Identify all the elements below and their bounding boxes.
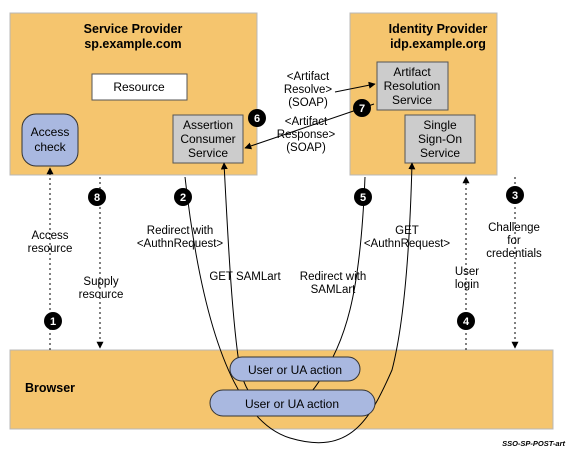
- redirect-authn-label-1: Redirect with: [147, 225, 213, 237]
- ars-box: [376, 61, 449, 111]
- step-marker-8: 8: [88, 188, 106, 206]
- idp-title: Identity Provider: [389, 22, 488, 36]
- step-marker-4: 4: [457, 312, 475, 330]
- access-check-box: [21, 113, 79, 167]
- step-number-7: 7: [359, 103, 365, 115]
- browser-title: Browser: [25, 381, 75, 395]
- challenge-label-1: Challenge: [488, 222, 540, 234]
- sso-box: [404, 114, 476, 164]
- step-number-6: 6: [254, 113, 260, 125]
- acs-box: [172, 114, 244, 164]
- sp-title: Service Provider: [84, 22, 183, 36]
- sp-host: sp.example.com: [84, 37, 181, 51]
- ua-action-oval-1: [229, 356, 361, 382]
- supply-resource-label-1: Supply: [83, 276, 118, 288]
- redirect-samlart-label-1: Redirect with: [300, 271, 366, 283]
- redirect-samlart-label-2: SAMLart: [311, 284, 357, 296]
- get-samlart-label: GET SAMLart: [209, 271, 281, 283]
- challenge-label-3: credentials: [486, 248, 542, 260]
- get-authn-label-1: GET: [395, 225, 419, 237]
- step-number-5: 5: [360, 192, 366, 204]
- access-check-label-1: Access: [31, 125, 70, 139]
- redirect-authn-label-2: <AuthnRequest>: [137, 238, 224, 250]
- acs-label-3: Service: [188, 146, 228, 160]
- step-number-1: 1: [50, 316, 56, 328]
- access-resource-label-1: Access: [31, 230, 68, 242]
- diagram-caption: SSO-SP-POST-art: [502, 439, 565, 448]
- ua-action-oval-2: [209, 389, 376, 417]
- idp-host: idp.example.org: [390, 37, 486, 51]
- artifact-response-label-1: <Artifact: [285, 116, 328, 128]
- ars-label-3: Service: [392, 93, 432, 107]
- artifact-response-label-3: (SOAP): [286, 142, 326, 154]
- ua-action-label-2: User or UA action: [245, 397, 339, 411]
- sso-label-1: Single: [423, 118, 457, 132]
- artifact-resolve-arrow: [334, 81, 376, 93]
- artifact-response-arrow: [244, 103, 375, 150]
- step-marker-5: 5: [354, 188, 372, 206]
- step-number-2: 2: [180, 192, 186, 204]
- ars-label-1: Artifact: [393, 65, 431, 79]
- supply-resource-label-2: resource: [79, 289, 124, 301]
- access-resource-label-2: resource: [28, 243, 73, 255]
- challenge-label-2: for: [507, 235, 521, 247]
- artifact-resolve-label-1: <Artifact: [287, 71, 330, 83]
- artifact-resolve-label-3: (SOAP): [288, 97, 328, 109]
- artifact-resolve-label-2: Resolve>: [284, 84, 333, 96]
- authn-request-curve: [184, 162, 416, 444]
- step-number-3: 3: [512, 190, 518, 202]
- step-marker-1: 1: [44, 312, 62, 330]
- step-marker-6: 6: [248, 109, 266, 127]
- sso-label-2: Sign-On: [418, 132, 462, 146]
- acs-label-1: Assertion: [183, 118, 233, 132]
- step-marker-3: 3: [506, 186, 524, 204]
- resource-box: [91, 73, 188, 101]
- resource-label: Resource: [113, 80, 165, 94]
- sso-label-3: Service: [420, 146, 460, 160]
- step-number-8: 8: [94, 192, 100, 204]
- artifact-response-label-2: Response>: [277, 129, 336, 141]
- user-login-label-1: User: [455, 266, 479, 278]
- access-check-label-2: check: [34, 140, 66, 154]
- acs-label-2: Consumer: [180, 132, 235, 146]
- step-marker-7: 7: [353, 99, 371, 117]
- get-authn-label-2: <AuthnRequest>: [364, 238, 451, 250]
- step-marker-2: 2: [174, 188, 192, 206]
- step-number-4: 4: [463, 316, 470, 328]
- ars-label-2: Resolution: [384, 79, 441, 93]
- ua-action-label-1: User or UA action: [248, 363, 342, 377]
- user-login-label-2: login: [455, 279, 479, 291]
